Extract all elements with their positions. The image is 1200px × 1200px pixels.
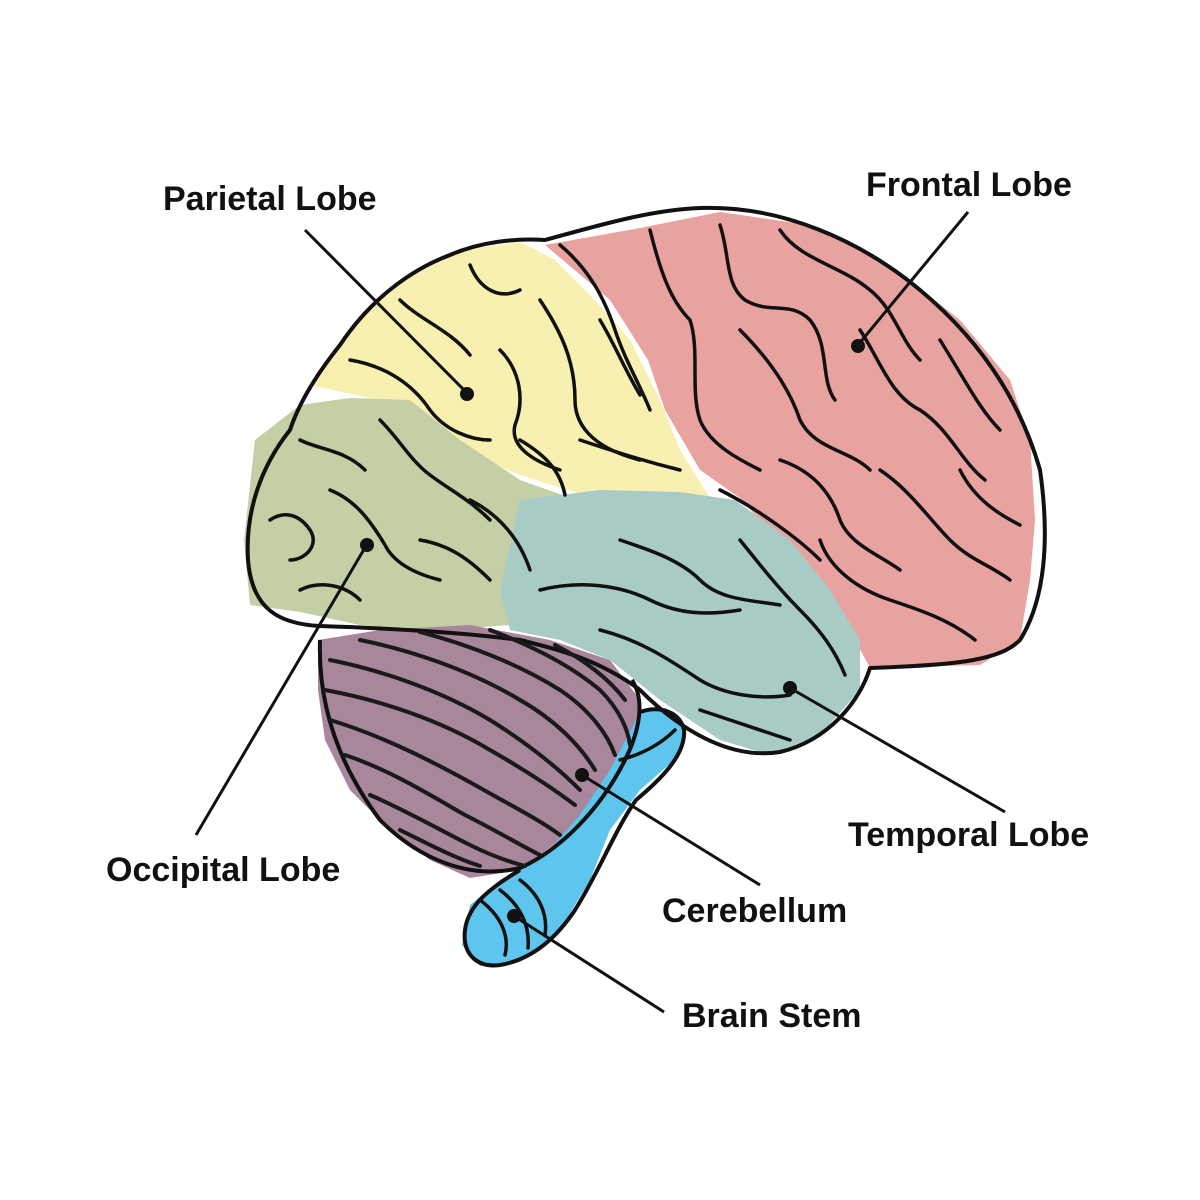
- temporal-folds: [538, 538, 847, 742]
- brainstem-leader-line: [513, 914, 665, 1014]
- temporal-lobe-region: [500, 490, 860, 755]
- cerebrum-outline: [245, 205, 1047, 756]
- occipital-folds: [268, 418, 532, 602]
- frontal-lobe-region: [545, 212, 1035, 668]
- cerebellum-marker-dot: [575, 768, 589, 782]
- occipital-marker-dot: [360, 538, 374, 552]
- cerebellum-stripes: [323, 628, 632, 868]
- frontal-folds: [558, 223, 1022, 642]
- brainstem-marker-dot: [507, 909, 521, 923]
- parietal-folds: [348, 263, 682, 497]
- parietal-marker-dot: [460, 387, 474, 401]
- temporal-lobe-label: Temporal Lobe: [848, 816, 1089, 854]
- cerebellum-label: Cerebellum: [662, 892, 847, 930]
- frontal-lobe-label: Frontal Lobe: [866, 166, 1072, 204]
- brain-stem-outline: [462, 707, 687, 968]
- brain-stem-lines: [478, 728, 677, 957]
- temporal-marker-dot: [783, 681, 797, 695]
- brain-stem-label: Brain Stem: [682, 997, 862, 1035]
- cerebellum-outline: [317, 639, 642, 874]
- frontal-leader-line: [856, 211, 970, 346]
- occipital-leader-line: [194, 545, 368, 836]
- frontal-marker-dot: [851, 339, 865, 353]
- occipital-lobe-label: Occipital Lobe: [106, 851, 340, 889]
- parietal-leader-line: [303, 228, 469, 395]
- temporal-leader-line: [789, 686, 1006, 814]
- parietal-lobe-label: Parietal Lobe: [163, 180, 377, 218]
- cerebellum-leader-line: [581, 773, 761, 887]
- brain-stem-region: [462, 708, 685, 966]
